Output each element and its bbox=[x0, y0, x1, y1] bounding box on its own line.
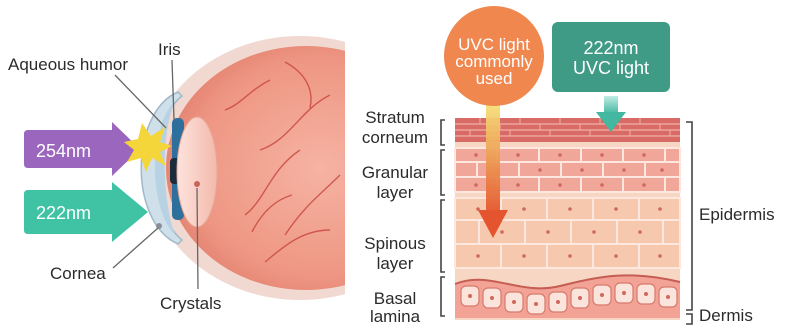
granular-layer-line: layer bbox=[352, 183, 438, 203]
spinous-layer-line: layer bbox=[352, 254, 438, 274]
uvc-common-label: UVC light commonly used bbox=[444, 36, 544, 87]
spinous-layer-label: Spinous layer bbox=[352, 234, 438, 274]
epidermis-label: Epidermis bbox=[699, 205, 775, 225]
dermis-label: Dermis bbox=[699, 306, 753, 326]
stratum-corneum-line: Stratum bbox=[352, 108, 438, 128]
uvc-common-line: UVC light bbox=[444, 36, 544, 53]
uvc-222-label: 222nm UVC light bbox=[552, 38, 670, 78]
granular-layer-line: Granular bbox=[352, 163, 438, 183]
lens-marker bbox=[194, 181, 200, 187]
skin-section bbox=[441, 118, 692, 324]
basal-lamina-line: Basal bbox=[352, 290, 438, 308]
crystals-label: Crystals bbox=[160, 294, 221, 314]
iris-label: Iris bbox=[158, 40, 181, 60]
uvc-222-line: UVC light bbox=[552, 58, 670, 78]
uvc-common-line: used bbox=[444, 70, 544, 87]
cornea-marker bbox=[156, 223, 162, 229]
skin-right-brackets bbox=[686, 122, 692, 324]
basal-lamina-label: Basal lamina bbox=[352, 290, 438, 326]
uvc-222-line: 222nm bbox=[552, 38, 670, 58]
skin-left-brackets bbox=[441, 120, 445, 316]
cornea-label: Cornea bbox=[50, 264, 106, 284]
stratum-corneum-line: corneum bbox=[352, 128, 438, 148]
granular-layer-label: Granular layer bbox=[352, 163, 438, 203]
basal-lamina-line: lamina bbox=[352, 308, 438, 326]
aqueous-humor-label: Aqueous humor bbox=[8, 55, 128, 75]
arrow-222nm-label: 222nm bbox=[36, 203, 112, 223]
arrow-254nm-label: 254nm bbox=[36, 141, 112, 161]
stratum-corneum-label: Stratum corneum bbox=[352, 108, 438, 148]
uvc-common-line: commonly bbox=[444, 53, 544, 70]
spinous-layer-line: Spinous bbox=[352, 234, 438, 254]
